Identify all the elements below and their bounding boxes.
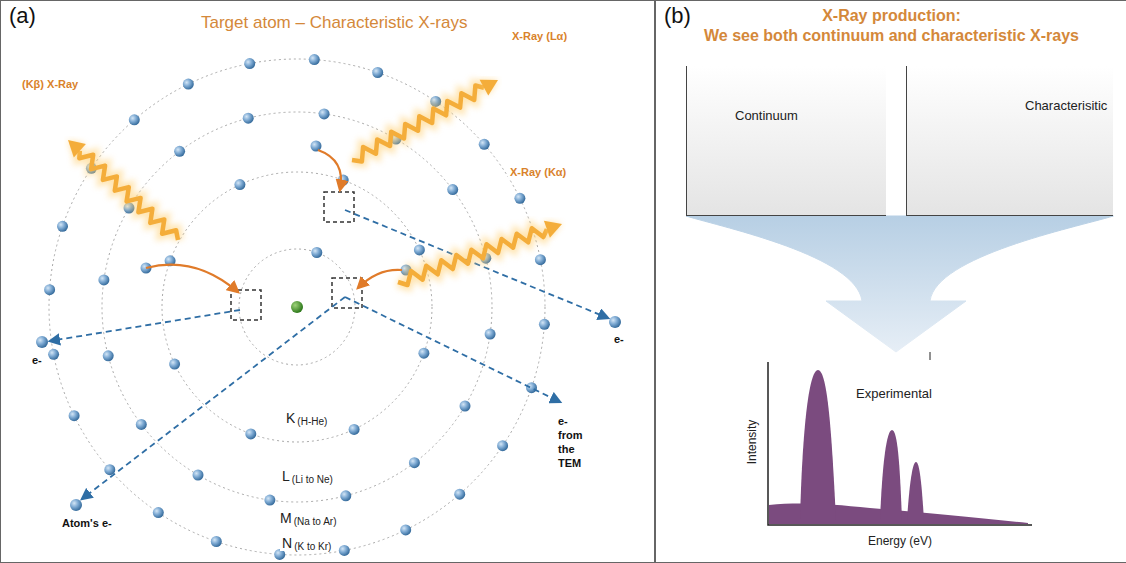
electron [479, 139, 490, 150]
xray-label: X-Ray (Kα) [508, 166, 568, 178]
electron [183, 79, 194, 90]
node-text: We see both continuum and characteristic… [656, 27, 1126, 45]
electron [485, 329, 496, 340]
xray-label: X-Ray (Lα) [510, 30, 569, 42]
electron [338, 175, 349, 186]
electron [98, 274, 109, 285]
electron [234, 179, 245, 190]
electron [447, 184, 458, 195]
free-electrons [36, 316, 621, 511]
electron [418, 348, 429, 359]
electron-label: e- [612, 333, 626, 345]
xray-photons [68, 80, 562, 285]
electron [526, 382, 537, 393]
electron [372, 67, 383, 78]
electron [57, 221, 68, 232]
continuum-box: Continuum [686, 66, 886, 216]
electrons [44, 54, 550, 560]
shell-range: (Li to Ne) [290, 474, 335, 485]
xray-wave [79, 151, 178, 240]
node-text: Continuum [735, 108, 798, 123]
nucleus [291, 301, 303, 313]
xray-glow [398, 228, 547, 285]
electron-label: Atom's e- [60, 516, 114, 530]
xray-glow [544, 221, 562, 238]
xray-glow [480, 80, 498, 96]
electron [414, 244, 425, 255]
node-text: Target atom – Characteristic X-rays [201, 13, 467, 33]
transition-arrows [146, 150, 402, 292]
electron [103, 350, 114, 361]
characteristic-box: Characterisitic [906, 66, 1113, 216]
electron [174, 146, 185, 157]
electron [460, 401, 471, 412]
electron [339, 545, 350, 556]
xray-wave [398, 228, 547, 285]
panel-b: (b)X-Ray production: We see both continuu… [655, 0, 1126, 563]
shell-range: (Na to Ar) [292, 516, 339, 527]
electron [514, 193, 525, 204]
electron [309, 54, 320, 65]
shell-range: (K to Kr) [292, 541, 333, 552]
electron [245, 428, 256, 439]
electron-label: e- [30, 354, 44, 366]
xray-label: (Kβ) X-Ray [20, 78, 80, 90]
electron [129, 114, 140, 125]
vacancy-boxes [231, 192, 362, 320]
electron [409, 457, 420, 468]
axis-label: Energy (eV) [866, 534, 934, 548]
xray-glow [68, 140, 86, 157]
electron-label: e- from the TEM [556, 414, 594, 470]
electron [349, 424, 360, 435]
electron [539, 319, 550, 330]
node-text: X-Ray production: [656, 7, 1126, 25]
electron [69, 410, 80, 421]
electron [244, 58, 255, 69]
shell-range: (H-He) [295, 416, 329, 427]
xray-glow [352, 86, 484, 162]
electron [311, 247, 322, 258]
electron [44, 284, 55, 295]
electron [136, 419, 147, 430]
electron [243, 113, 254, 124]
node-text: Characterisitic [1025, 98, 1107, 113]
node-text: Experimental [856, 386, 932, 401]
electron [169, 359, 180, 370]
electron [340, 490, 351, 501]
electron [497, 440, 508, 451]
xray-arrowhead [68, 140, 86, 157]
electron [48, 349, 59, 360]
experimental-plot: Experimental [746, 356, 1041, 556]
electron [535, 254, 546, 265]
merge-arrow [896, 216, 1113, 352]
electron [193, 470, 204, 481]
experimental-spectrum [768, 352, 1032, 525]
xray-arrowhead [480, 80, 498, 96]
xray-glow [79, 151, 178, 240]
electron [264, 495, 275, 506]
panel-letter: (a) [9, 3, 36, 29]
axis-label: Intensity [745, 418, 759, 467]
xray-arrowhead [544, 221, 562, 238]
panel-letter: (b) [664, 3, 691, 29]
electron [400, 524, 411, 535]
xray-wave [352, 86, 484, 162]
merge-arrow [686, 216, 896, 352]
electron-paths [50, 210, 608, 499]
electron [211, 536, 222, 547]
electron [454, 489, 465, 500]
electron [153, 507, 164, 518]
electron [104, 464, 115, 475]
electron-shells [49, 59, 545, 555]
electron [319, 108, 330, 119]
